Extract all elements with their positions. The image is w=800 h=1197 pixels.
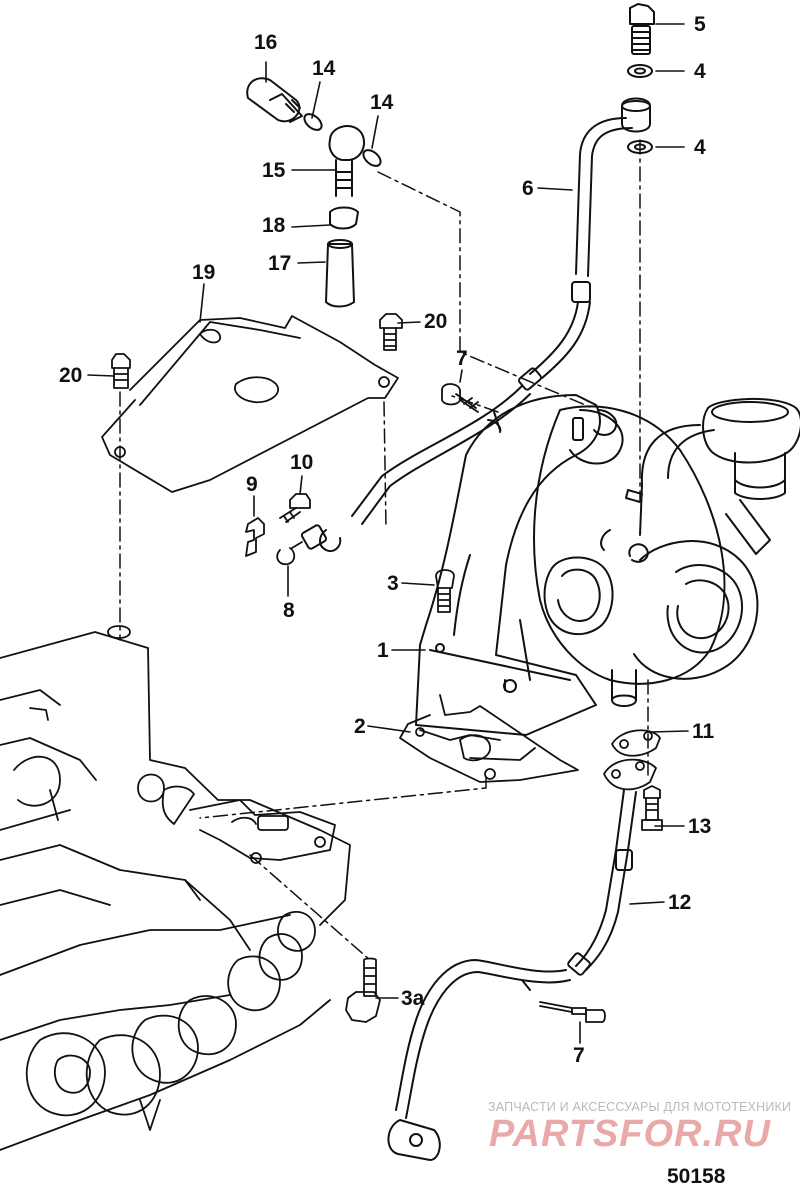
drain-line-12 xyxy=(387,789,637,1161)
callout-20-right: 20 xyxy=(424,310,448,333)
figure-number: 50158 xyxy=(667,1165,726,1188)
callout-19: 19 xyxy=(192,261,216,284)
callout-11: 11 xyxy=(692,720,715,743)
callout-7-upper: 7 xyxy=(456,347,468,370)
heat-shield-19 xyxy=(101,315,399,493)
callout-15: 15 xyxy=(262,159,286,182)
hardware xyxy=(111,313,663,1023)
callout-5: 5 xyxy=(694,13,706,36)
callout-1: 1 xyxy=(377,639,389,662)
callout-16: 16 xyxy=(254,31,278,54)
callout-3a: 3a xyxy=(401,987,425,1010)
callout-20-left: 20 xyxy=(59,364,83,387)
engine-block xyxy=(0,625,351,1151)
callout-7-lower: 7 xyxy=(573,1044,585,1067)
turbocharger xyxy=(415,394,800,736)
callout-13: 13 xyxy=(688,815,712,838)
callout-18: 18 xyxy=(262,214,286,237)
oil-feed-line-6 xyxy=(300,3,655,552)
callout-8: 8 xyxy=(283,599,295,622)
callout-6: 6 xyxy=(522,177,534,200)
watermark-logo: PARTSFOR.RU xyxy=(489,1113,771,1155)
leader-lines xyxy=(87,23,689,1044)
callout-3: 3 xyxy=(387,572,399,595)
callout-2: 2 xyxy=(354,715,366,738)
callout-12: 12 xyxy=(668,891,692,914)
callout-14-left: 14 xyxy=(312,57,336,80)
exhaust-flange xyxy=(137,773,336,864)
fitting-stack xyxy=(246,77,382,308)
watermark-tagline: ЗАПЧАСТИ И АКСЕССУАРЫ ДЛЯ МОТОТЕХНИКИ xyxy=(488,1100,792,1114)
callout-9: 9 xyxy=(246,473,258,496)
callout-17: 17 xyxy=(268,252,292,275)
callout-4-lower: 4 xyxy=(694,136,706,159)
callout-14-right: 14 xyxy=(370,91,394,114)
callout-4-upper: 4 xyxy=(694,60,706,83)
callout-10: 10 xyxy=(290,451,314,474)
bracket-2 xyxy=(399,694,579,783)
